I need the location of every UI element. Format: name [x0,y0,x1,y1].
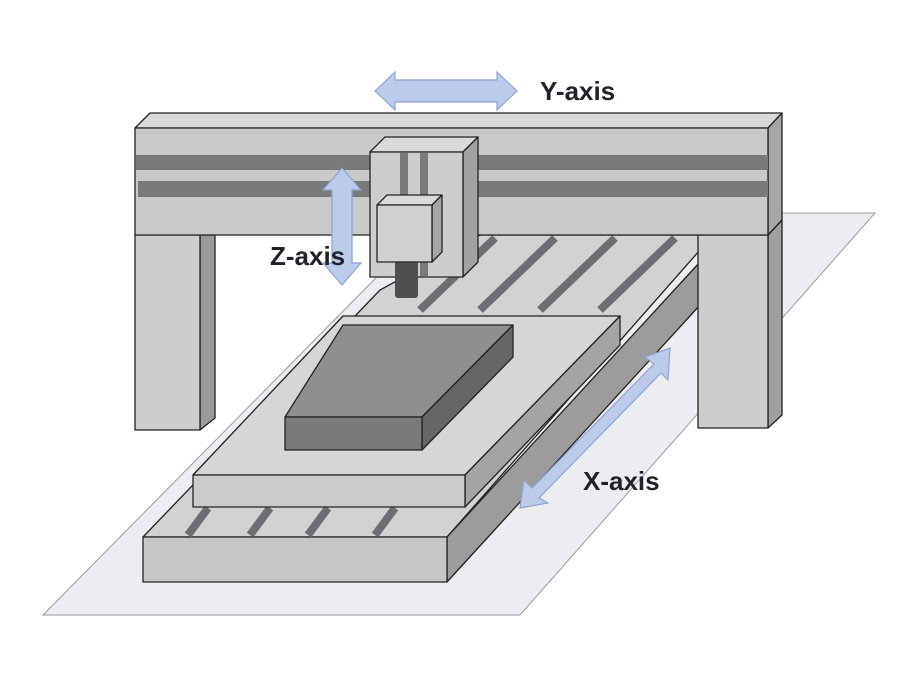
x-axis-arrow [519,347,671,509]
y-axis-label: Y-axis [540,76,615,106]
gantry-left-leg [134,234,216,431]
gantry-right-leg [697,219,783,429]
x-axis-label: X-axis [583,466,660,496]
y-axis-arrow [374,70,518,112]
spindle-head [376,194,443,298]
z-axis-arrow [321,167,363,286]
spindle-tool [395,258,418,298]
workpiece-block [284,324,514,451]
z-axis-label: Z-axis [270,241,345,271]
